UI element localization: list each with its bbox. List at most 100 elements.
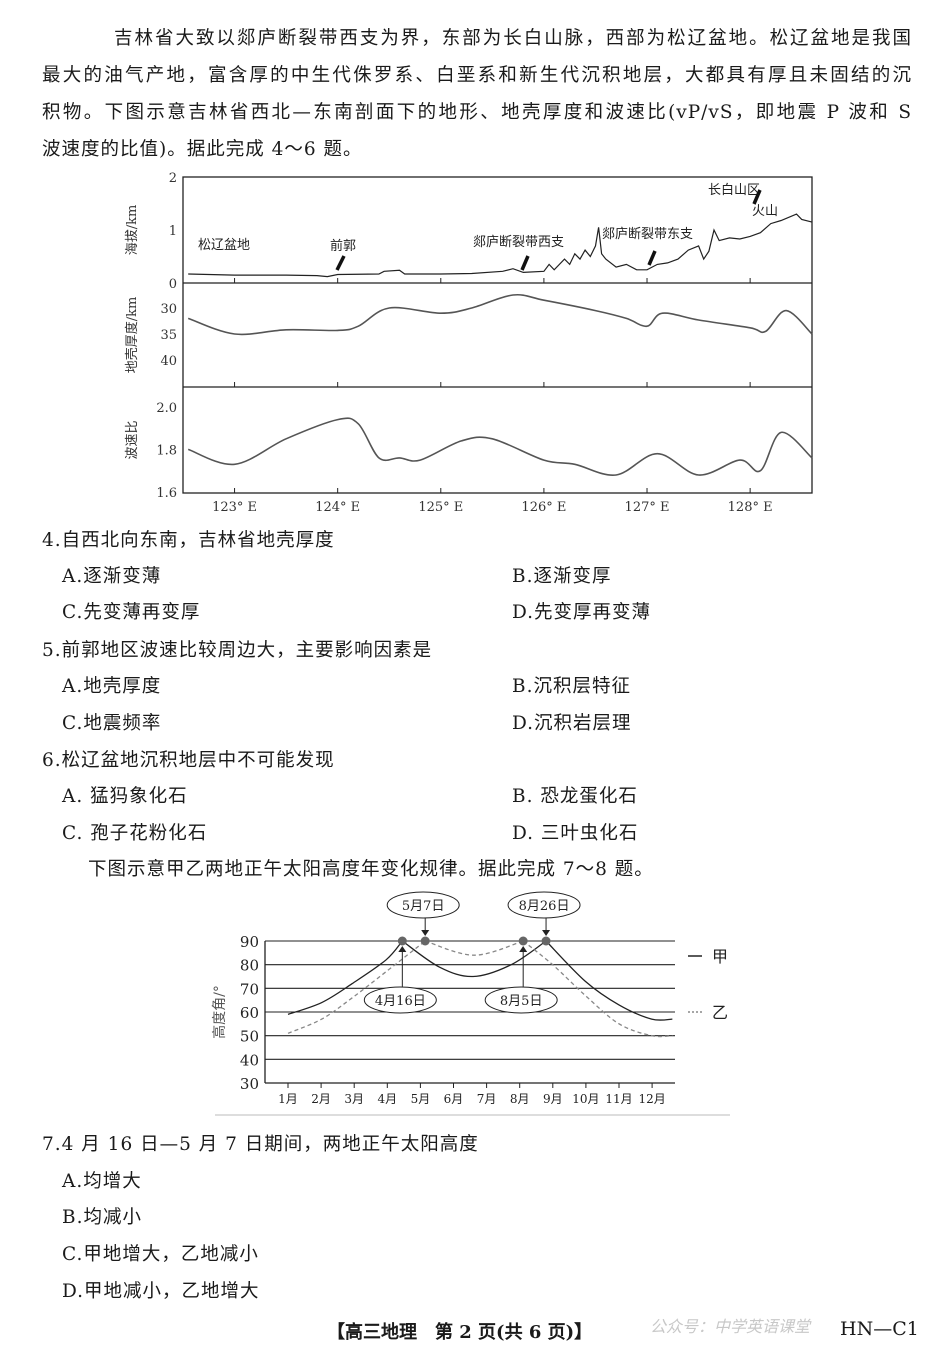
annotation-label: 郯庐断裂带东支 bbox=[602, 227, 693, 242]
callout-label: 8月5日 bbox=[500, 994, 543, 1009]
option-d[interactable]: D. 三叶虫化石 bbox=[512, 823, 639, 844]
peak-marker bbox=[518, 936, 528, 946]
option-d[interactable]: D.甲地减小，乙地增大 bbox=[62, 1281, 260, 1302]
peak-marker bbox=[420, 936, 430, 946]
x-tick-label: 123° E bbox=[212, 500, 257, 515]
y-tick-label: 70 bbox=[240, 980, 259, 998]
callout-bubble bbox=[386, 891, 460, 919]
question-stem: 6.松辽盆地沉积地层中不可能发现 bbox=[42, 750, 335, 771]
legend-label: 甲 bbox=[712, 947, 728, 966]
arrowhead bbox=[519, 946, 528, 952]
arrowhead bbox=[398, 946, 407, 952]
callout-label: 4月16日 bbox=[375, 994, 426, 1009]
annotation-label: 长白山区 bbox=[708, 182, 760, 198]
y-axis-label: 高度角/° bbox=[211, 985, 228, 1039]
peak-marker bbox=[541, 936, 551, 946]
arrowhead bbox=[421, 930, 430, 936]
passage-line: 最大的油气产地，富含厚的中生代侏罗系、白垩系和新生代沉积地层，大都具有厚且未固结… bbox=[42, 65, 912, 86]
option-b[interactable]: B. 恐龙蛋化石 bbox=[512, 786, 638, 807]
passage-intro-7-8: 下图示意甲乙两地正午太阳高度年变化规律。据此完成 7～8 题。 bbox=[88, 859, 654, 880]
option-a[interactable]: A.逐渐变薄 bbox=[62, 566, 162, 587]
x-tick-label: 10月 bbox=[572, 1092, 599, 1106]
y-axis-label: 波速比 bbox=[125, 420, 140, 459]
series-line-乙 bbox=[287, 940, 673, 1038]
x-tick-label: 6月 bbox=[444, 1092, 464, 1106]
y-axis-label: 海拔/km bbox=[125, 205, 140, 256]
y-tick-label: 40 bbox=[240, 1051, 259, 1069]
y-tick-label: 90 bbox=[240, 933, 259, 951]
series-line-1 bbox=[187, 293, 813, 336]
marker-arrow bbox=[647, 250, 657, 266]
series-line-2 bbox=[187, 417, 813, 476]
x-tick-label: 125° E bbox=[418, 500, 463, 515]
passage-line: 积物。下图示意吉林省西北—东南剖面下的地形、地壳厚度和波速比(vP/vS，即地震… bbox=[42, 102, 912, 123]
y-tick-label: 0 bbox=[169, 277, 177, 292]
y-tick-label: 35 bbox=[160, 328, 177, 343]
annotation-label: 火山 bbox=[752, 204, 778, 219]
annotation-label: 松辽盆地 bbox=[198, 238, 250, 253]
y-axis-label: 地壳厚度/km bbox=[124, 297, 140, 374]
x-tick-label: 127° E bbox=[625, 500, 670, 515]
question-stem: 4.自西北向东南，吉林省地壳厚度 bbox=[42, 530, 335, 551]
series-line-甲 bbox=[287, 940, 673, 1021]
page-footer: 【高三地理 第 2 页(共 6 页)】 bbox=[327, 1322, 593, 1343]
marker-arrow bbox=[520, 255, 530, 271]
paper-code: HN—C1 bbox=[840, 1318, 919, 1340]
x-tick-label: 4月 bbox=[377, 1092, 397, 1106]
y-tick-label: 1 bbox=[169, 224, 177, 239]
option-b[interactable]: B.逐渐变厚 bbox=[512, 566, 612, 587]
arrowhead bbox=[542, 930, 551, 936]
option-b[interactable]: B.均减小 bbox=[62, 1207, 142, 1228]
series-line-0 bbox=[188, 213, 813, 278]
callout-label: 5月7日 bbox=[402, 899, 445, 914]
option-a[interactable]: A.地壳厚度 bbox=[62, 676, 162, 697]
option-d[interactable]: D.沉积岩层理 bbox=[512, 713, 632, 734]
y-tick-label: 1.8 bbox=[156, 443, 177, 458]
y-tick-label: 30 bbox=[160, 302, 177, 317]
x-tick-label: 126° E bbox=[521, 500, 566, 515]
callout-bubble bbox=[484, 986, 558, 1014]
x-tick-label: 3月 bbox=[344, 1092, 364, 1106]
option-b[interactable]: B.沉积层特征 bbox=[512, 676, 631, 697]
peak-marker bbox=[397, 936, 407, 946]
x-tick-label: 12月 bbox=[638, 1092, 665, 1106]
legend-label: 乙 bbox=[712, 1003, 728, 1022]
x-tick-label: 1月 bbox=[278, 1092, 298, 1106]
x-tick-label: 124° E bbox=[315, 500, 360, 515]
x-tick-label: 128° E bbox=[728, 500, 773, 515]
option-c[interactable]: C. 孢子花粉化石 bbox=[62, 823, 208, 844]
x-tick-label: 11月 bbox=[605, 1092, 632, 1106]
option-d[interactable]: D.先变厚再变薄 bbox=[512, 602, 652, 623]
question-stem: 5.前郭地区波速比较周边大，主要影响因素是 bbox=[42, 640, 433, 661]
x-tick-label: 8月 bbox=[510, 1092, 530, 1106]
question-stem: 7.4 月 16 日—5 月 7 日期间，两地正午太阳高度 bbox=[42, 1134, 479, 1155]
y-tick-label: 30 bbox=[240, 1075, 259, 1093]
callout-label: 8月26日 bbox=[519, 899, 570, 914]
y-tick-label: 1.6 bbox=[156, 486, 177, 501]
y-tick-label: 2.0 bbox=[156, 401, 177, 416]
option-c[interactable]: C.甲地增大，乙地减小 bbox=[62, 1244, 259, 1265]
x-tick-label: 2月 bbox=[311, 1092, 331, 1106]
y-tick-label: 50 bbox=[240, 1028, 259, 1046]
annotation-label: 郯庐断裂带西支 bbox=[473, 235, 564, 250]
y-tick-label: 40 bbox=[160, 354, 177, 369]
marker-arrow bbox=[335, 255, 346, 271]
figure-profile: 123° E 124° E 125° E 126° E 127° E 128° E 0 1 2 海… bbox=[124, 171, 813, 515]
watermark: 公众号：中学英语课堂 bbox=[650, 1317, 811, 1336]
plot-frame bbox=[182, 176, 813, 494]
y-tick-label: 80 bbox=[240, 957, 259, 975]
annotation-label: 前郭 bbox=[330, 238, 356, 254]
marker-arrow bbox=[752, 189, 762, 205]
option-c[interactable]: C.先变薄再变厚 bbox=[62, 602, 201, 623]
option-a[interactable]: A. 猛犸象化石 bbox=[62, 786, 188, 807]
y-tick-label: 2 bbox=[169, 171, 177, 186]
passage-line: 波速度的比值)。据此完成 4～6 题。 bbox=[42, 139, 363, 160]
y-tick-label: 60 bbox=[240, 1004, 259, 1022]
callout-bubble bbox=[507, 891, 581, 919]
option-a[interactable]: A.均增大 bbox=[62, 1171, 142, 1192]
option-c[interactable]: C.地震频率 bbox=[62, 713, 162, 734]
callout-bubble bbox=[363, 986, 437, 1014]
passage-line: 吉林省大致以郯庐断裂带西支为界，东部为长白山脉，西部为松辽盆地。松辽盆地是我国 bbox=[114, 28, 912, 49]
x-tick-label: 9月 bbox=[543, 1092, 563, 1106]
